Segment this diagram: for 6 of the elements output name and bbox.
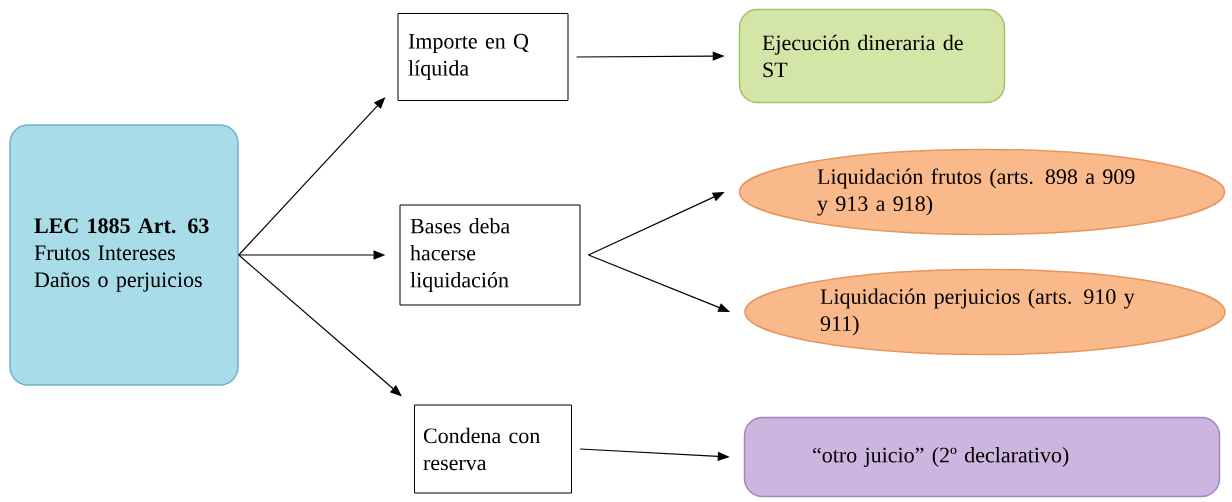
rounded-box: “otro juicio” (2º declarativo): [743, 416, 1221, 498]
process-box: Condena con reserva: [414, 404, 572, 494]
process-box: Bases deba hacerse liquidación: [399, 204, 581, 306]
rounded-box: Ejecución dineraria de ST: [738, 8, 1006, 104]
rounded-box: LEC 1885 Art. 63 Frutos Intereses Daños o perjuicios: [9, 124, 239, 386]
process-box: Importe en Q líquida: [397, 13, 569, 101]
